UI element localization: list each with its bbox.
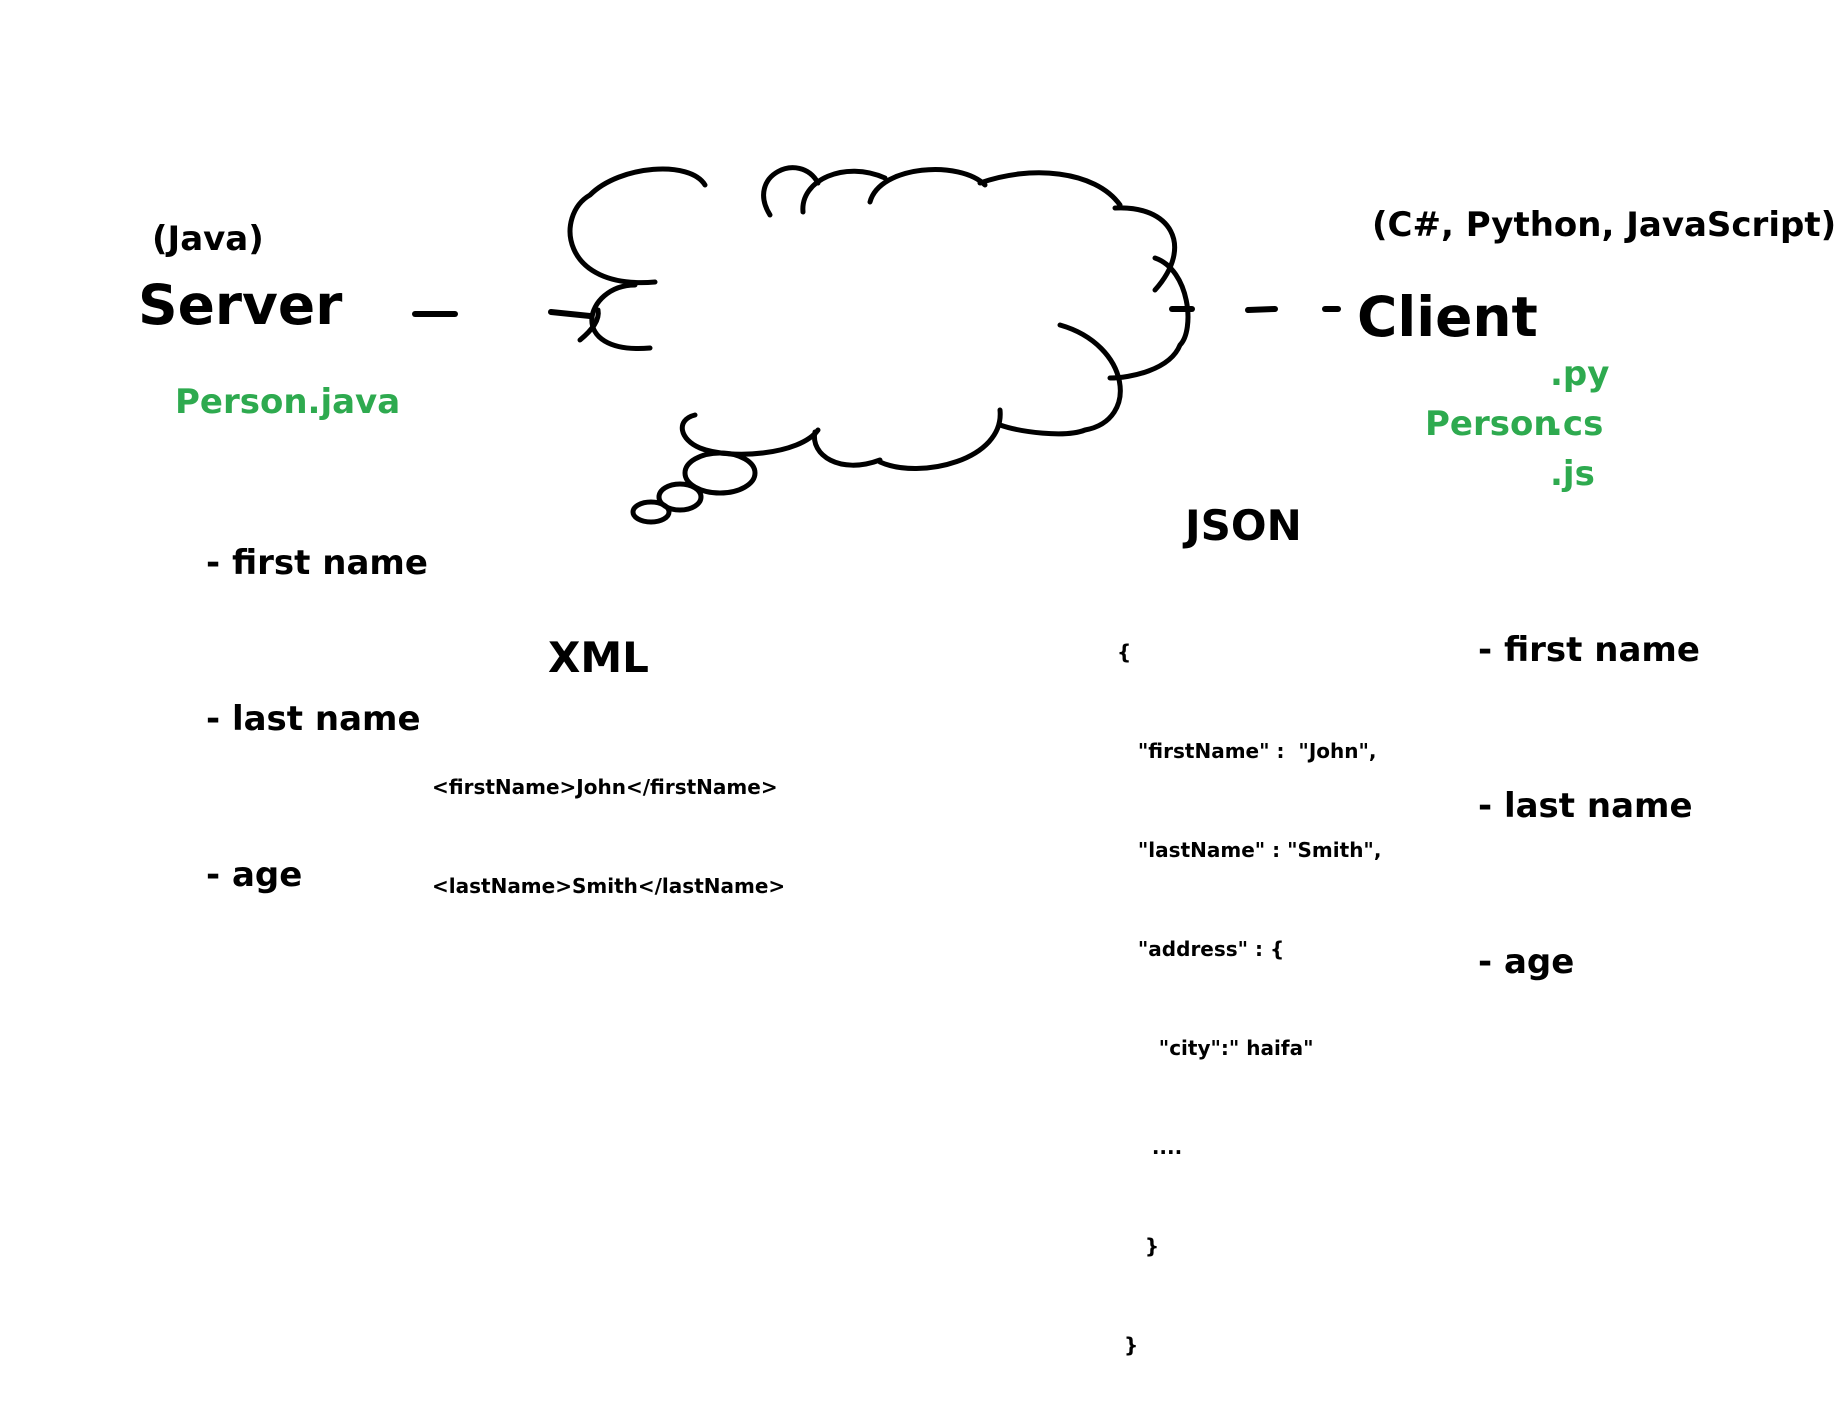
server-title: Server bbox=[138, 273, 343, 337]
json-line: { bbox=[1117, 640, 1132, 664]
json-line: } bbox=[1117, 1333, 1139, 1357]
server-field-age: - age bbox=[206, 855, 303, 895]
thought-bubble-medium bbox=[656, 481, 704, 513]
server-field-last-name: - last name bbox=[206, 699, 421, 739]
client-field-first-name: - first name bbox=[1478, 630, 1700, 670]
client-file-ext-js: .js bbox=[1550, 454, 1595, 494]
json-example-block: { "firstName" : "John", "lastName" : "Sm… bbox=[1117, 570, 1381, 1428]
cloud-shape bbox=[567, 165, 1191, 471]
server-class-file: Person.java bbox=[175, 382, 401, 422]
diagram-canvas: (Java) Server Person.java - first name -… bbox=[138, 165, 1837, 1357]
json-line: "city":" haifa" bbox=[1117, 1036, 1314, 1060]
json-title: JSON bbox=[1185, 501, 1302, 550]
client-class-name: Person bbox=[1425, 404, 1558, 444]
connector-dashes bbox=[412, 306, 1341, 319]
json-line: .... bbox=[1117, 1135, 1183, 1159]
client-file-ext-cs: .cs bbox=[1550, 404, 1604, 444]
client-languages-label: (C#, Python, JavaScript) bbox=[1372, 205, 1837, 245]
network-cloud-drawing bbox=[412, 165, 1341, 525]
client-title: Client bbox=[1357, 285, 1538, 349]
json-line: "lastName" : "Smith", bbox=[1117, 838, 1382, 862]
thought-bubble-large bbox=[682, 450, 758, 496]
client-field-age: - age bbox=[1478, 942, 1575, 982]
json-line: } bbox=[1117, 1234, 1160, 1258]
server-field-first-name: - first name bbox=[206, 543, 428, 583]
server-fields-list: - first name - last name - age bbox=[206, 433, 428, 1005]
thought-bubble-small bbox=[630, 499, 672, 525]
xml-title: XML bbox=[548, 633, 649, 682]
xml-example-block: <firstName>John</firstName> <lastName>Sm… bbox=[432, 705, 785, 969]
client-fields-list: - first name - last name - age bbox=[1478, 520, 1700, 1092]
client-field-last-name: - last name bbox=[1478, 786, 1693, 826]
json-line: "firstName" : "John", bbox=[1117, 739, 1377, 763]
json-line: "address" : { bbox=[1117, 937, 1285, 961]
xml-line: <firstName>John</firstName> bbox=[432, 775, 778, 799]
server-language-label: (Java) bbox=[152, 219, 264, 259]
xml-line: <lastName>Smith</lastName> bbox=[432, 874, 786, 898]
client-file-ext-py: .py bbox=[1550, 354, 1610, 394]
